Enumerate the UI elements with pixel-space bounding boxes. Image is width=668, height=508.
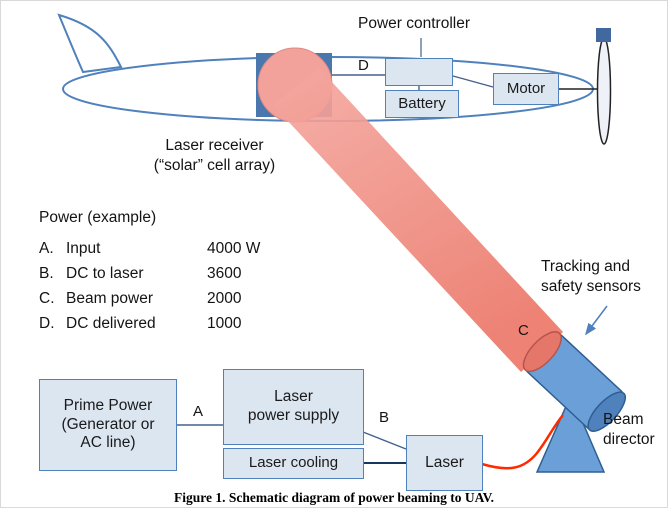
power-row-key: D. [39,314,55,332]
power-controller-label: Power controller [358,15,470,32]
laser-to-director-cable [481,414,564,470]
power-row-label: Input [66,239,101,257]
figure-caption: Figure 1. Schematic diagram of power bea… [174,490,494,505]
motor-box: Motor [493,73,559,105]
power-row-value: 3600 [207,264,242,282]
power-row-value: 4000 W [207,239,261,257]
power-row-label: DC delivered [66,314,156,332]
beam-director-aperture [522,331,562,373]
power-row-label: DC to laser [66,264,144,282]
prime-power-box: Prime Power (Generator or AC line) [39,379,177,471]
power-row: D. DC delivered 1000 [39,311,260,336]
supply-to-laser-line [362,431,407,450]
node-letter-c: C [518,322,529,339]
laser-box: Laser [406,435,483,491]
power-row: B. DC to laser 3600 [39,261,260,286]
power-row: A. Input 4000 W [39,236,260,261]
uav-tail-fin [57,13,123,74]
battery-box: Battery [385,90,459,118]
laser-power-supply-box: Laser power supply [223,369,364,445]
beam-director-head [522,331,627,432]
power-row: C. Beam power 2000 [39,286,260,311]
tracking-sensors-arrow [585,305,608,336]
power-example-table: Power (example) A. Input 4000 W B. DC to… [39,209,260,336]
power-row-key: A. [39,239,54,257]
node-letter-a: A [193,403,204,420]
beam-director-pedestal [535,393,606,473]
beam-director-label: Beam director [603,411,655,449]
power-row-label: Beam power [66,289,154,307]
node-letter-b: B [379,409,390,426]
laser-cooling-box: Laser cooling [223,448,364,479]
power-example-title: Power (example) [39,209,157,226]
tracking-sensors-label: Tracking and safety sensors [541,258,641,296]
power-row-value: 1000 [207,314,242,332]
power-row-key: B. [39,264,54,282]
laser-receiver-label: Laser receiver (“solar” cell array) [153,137,276,175]
controller-to-motor-line [452,75,494,88]
node-letter-d: D [358,57,369,74]
propeller-tip-block [596,28,611,42]
laser-beam [273,68,563,372]
beam-director-rear-rim [587,391,627,432]
power-row-value: 2000 [207,289,242,307]
power-row-key: C. [39,289,55,307]
propeller [596,37,612,145]
power-controller-box [385,58,453,86]
